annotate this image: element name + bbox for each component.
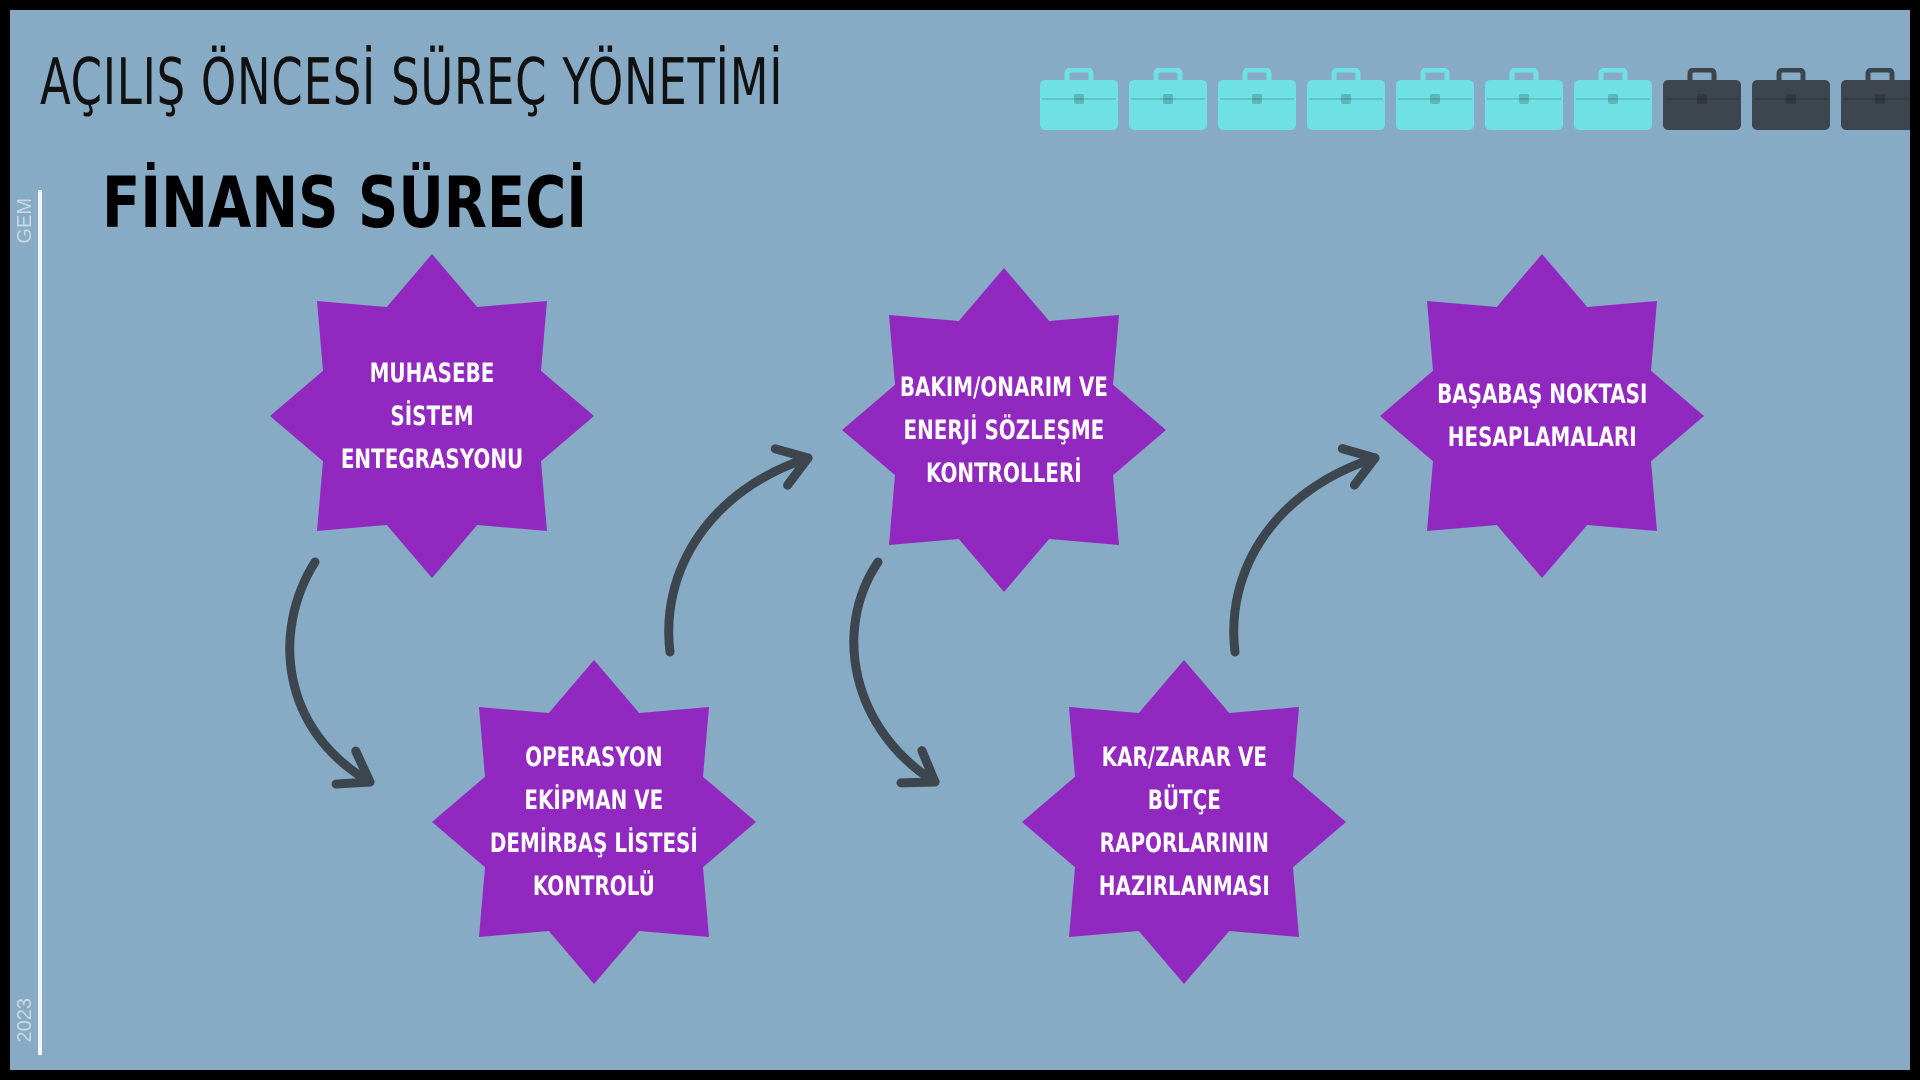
section-title: FİNANS SÜRECİ [102, 162, 588, 244]
briefcase-icon [1574, 68, 1652, 130]
briefcase-icon [1396, 68, 1474, 130]
step-label-text: OPERASYON EKİPMAN VE DEMİRBAŞ LİSTESİ KO… [489, 742, 698, 902]
arrow-down-1 [285, 557, 375, 789]
briefcase-icon [1307, 68, 1385, 130]
step-kar-zarar-star [1022, 660, 1346, 984]
briefcase-icon [1040, 68, 1118, 130]
progress-tracker [1040, 68, 1910, 130]
step-basabas-label: BAŞABAŞ NOKTASI HESAPLAMALARI [1412, 296, 1672, 536]
briefcase-icon [1129, 68, 1207, 130]
briefcase-icon [1485, 68, 1563, 130]
slide: AÇILIŞ ÖNCESİ SÜREÇ YÖNETİMİ FİNANS SÜRE… [10, 10, 1910, 1070]
step-kar-zarar-label: KAR/ZARAR VE BÜTÇE RAPORLARININ HAZIRLAN… [1054, 702, 1314, 942]
step-label-text: BAŞABAŞ NOKTASI HESAPLAMALARI [1436, 379, 1648, 453]
briefcase-icon [1841, 68, 1910, 130]
briefcase-icon [1663, 68, 1741, 130]
step-operasyon-star [432, 660, 756, 984]
arrowhead-icon [770, 444, 813, 490]
step-label-text: BAKIM/ONARIM VE ENERJİ SÖZLEŞME KONTROLL… [899, 371, 1109, 489]
briefcase-icon [1752, 68, 1830, 130]
step-bakim-star [842, 268, 1166, 592]
arrowhead-icon [331, 746, 375, 789]
step-operasyon-label: OPERASYON EKİPMAN VE DEMİRBAŞ LİSTESİ KO… [464, 702, 724, 942]
step-muhasebe-label: MUHASEBE SİSTEM ENTEGRASYONU [302, 296, 562, 536]
briefcase-icon [1218, 68, 1296, 130]
arrowhead-icon [896, 746, 940, 788]
step-muhasebe-star [270, 254, 594, 578]
arrow-up-1 [664, 444, 813, 657]
process-diagram [270, 254, 1704, 984]
step-label-text: MUHASEBE SİSTEM ENTEGRASYONU [340, 357, 524, 475]
arrow-up-2 [1229, 444, 1380, 657]
step-bakim-label: BAKIM/ONARIM VE ENERJİ SÖZLEŞME KONTROLL… [874, 310, 1134, 550]
arrow-down-2 [849, 557, 940, 788]
arrowhead-icon [1337, 444, 1380, 490]
side-divider [38, 190, 42, 1055]
step-label-text: KAR/ZARAR VE BÜTÇE RAPORLARININ HAZIRLAN… [1098, 742, 1270, 902]
step-basabas-star [1380, 254, 1704, 578]
page-title: AÇILIŞ ÖNCESİ SÜREÇ YÖNETİMİ [40, 46, 784, 120]
